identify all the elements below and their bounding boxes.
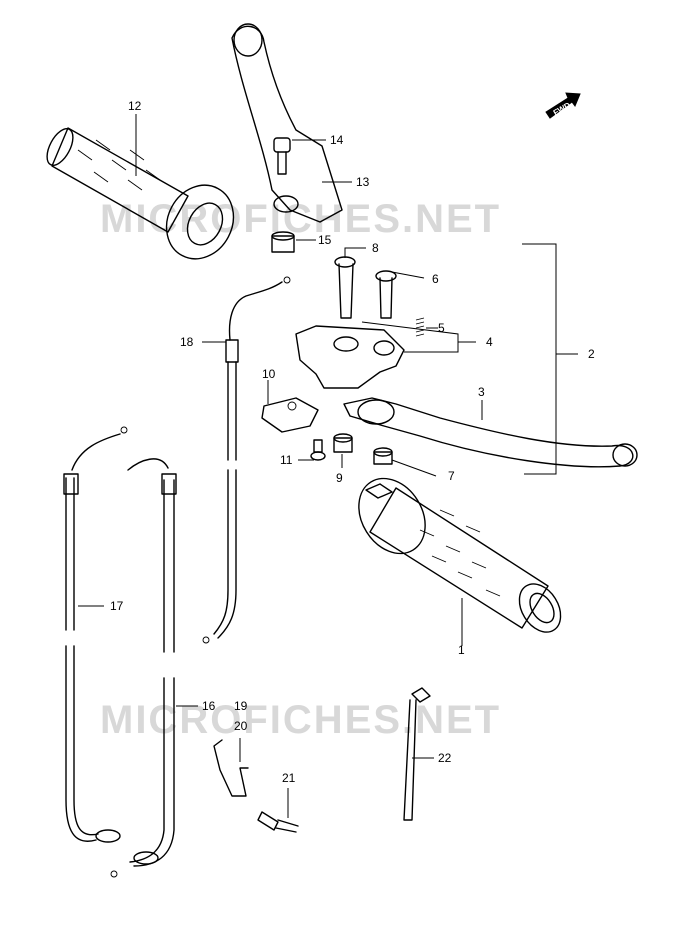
callout-2: 2 bbox=[588, 347, 595, 361]
callout-6: 6 bbox=[432, 272, 439, 286]
callout-18: 18 bbox=[180, 335, 194, 349]
callout-22: 22 bbox=[438, 751, 452, 765]
cable-16-part bbox=[110, 458, 177, 878]
bolt-14-part bbox=[273, 137, 291, 175]
bolt-6-part bbox=[375, 270, 397, 319]
callout-10: 10 bbox=[262, 367, 276, 381]
fwd-arrow-icon: FWD bbox=[545, 92, 581, 119]
callout-3: 3 bbox=[478, 385, 485, 399]
callout-7: 7 bbox=[448, 469, 455, 483]
cable-18-part bbox=[202, 276, 291, 644]
screw-11-part bbox=[310, 439, 326, 461]
nut-15-part bbox=[271, 231, 295, 253]
callout-14: 14 bbox=[330, 133, 344, 147]
nut-7-part bbox=[373, 447, 393, 465]
brake-lever-part bbox=[343, 397, 638, 468]
callout-9: 9 bbox=[336, 471, 343, 485]
cable-tie-22-part bbox=[403, 687, 431, 821]
clamp-19-20-part bbox=[213, 739, 249, 797]
callout-12: 12 bbox=[128, 99, 142, 113]
callout-21: 21 bbox=[282, 771, 296, 785]
switch-10-part bbox=[261, 397, 319, 433]
collar-9-part bbox=[333, 433, 353, 453]
spring-5-part bbox=[415, 317, 425, 337]
callout-19: 19 bbox=[234, 699, 248, 713]
cable-17-part bbox=[63, 426, 128, 843]
callout-1: 1 bbox=[458, 643, 465, 657]
callout-15: 15 bbox=[318, 233, 332, 247]
pivot-bolt-8-part bbox=[334, 256, 356, 319]
callout-17: 17 bbox=[110, 599, 124, 613]
throttle-grip-part bbox=[358, 477, 562, 633]
callout-16: 16 bbox=[202, 699, 216, 713]
callout-13: 13 bbox=[356, 175, 370, 189]
leader-lines bbox=[78, 114, 578, 818]
callout-8: 8 bbox=[372, 241, 379, 255]
callout-4: 4 bbox=[486, 335, 493, 349]
callout-5: 5 bbox=[438, 321, 445, 335]
callout-11: 11 bbox=[280, 453, 293, 467]
lever-holder-part bbox=[295, 325, 405, 389]
callout-20: 20 bbox=[234, 719, 248, 733]
watermark-bottom: MICROFICHES.NET bbox=[100, 698, 501, 742]
watermark-top: MICROFICHES.NET bbox=[100, 197, 501, 241]
left-grip-part bbox=[46, 127, 235, 260]
bolt-21-part bbox=[257, 811, 299, 833]
clutch-lever-part bbox=[231, 23, 343, 223]
